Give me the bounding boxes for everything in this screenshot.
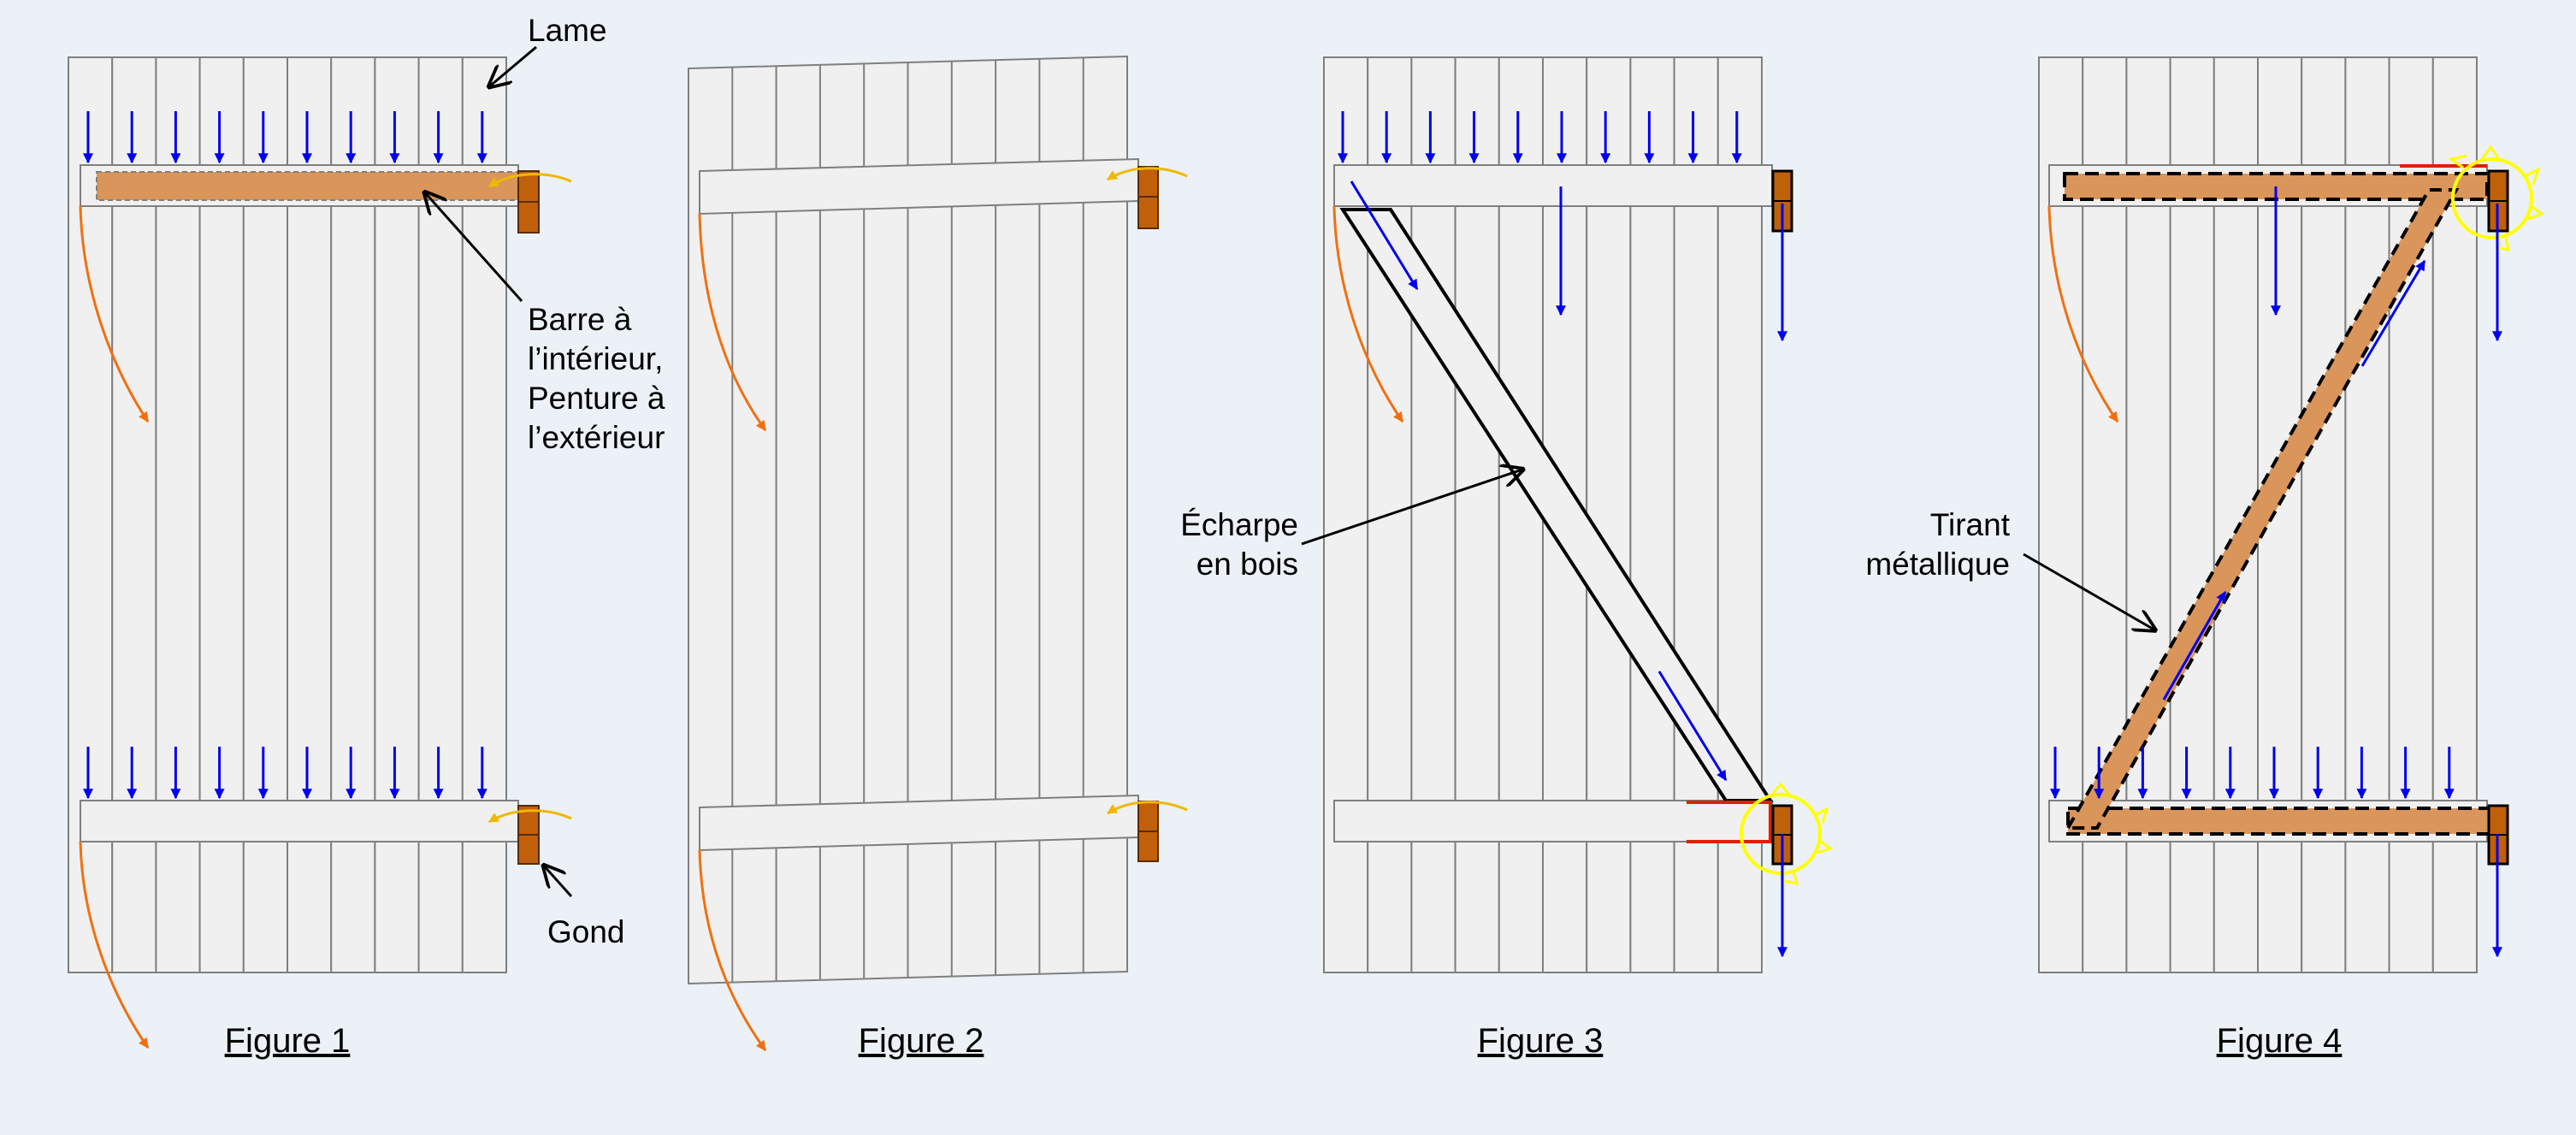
brace-force-arrow-top [1350, 180, 1419, 291]
penture-bottom [2066, 807, 2494, 836]
barre-label-line2: l’intérieur, [528, 341, 663, 376]
load-arrows-top [83, 111, 487, 164]
tirant-force-arrow-upper [2360, 259, 2426, 367]
barre-pointer [423, 191, 523, 302]
brace-force-arrow-bottom [1657, 671, 1728, 782]
barre-label-line3: Penture à [528, 381, 665, 416]
tirant-pointer [2023, 553, 2157, 631]
figure-caption: Figure 4 [2217, 1022, 2343, 1060]
tirant-label-line1: Tirant [1930, 507, 2011, 542]
hinge-arrow-top [1106, 167, 1188, 181]
figure-1 [68, 45, 573, 1049]
gond-bottom [517, 805, 540, 865]
load-arrows-bottom [83, 747, 487, 800]
swing-arrow [1332, 205, 1404, 423]
swing-arrow [2047, 205, 2119, 423]
barre-label-line1: Barre à [528, 302, 632, 337]
lame-pointer [487, 45, 537, 88]
gond-label: Gond [547, 914, 625, 949]
figure-caption: Figure 2 [859, 1022, 984, 1060]
tirant-label-line2: métallique [1865, 547, 2010, 582]
figure-2 [688, 55, 1188, 1051]
gond-bottom [1137, 801, 1159, 862]
hinge-arrow-bottom [487, 809, 572, 824]
reaction-bracket [1687, 801, 1772, 843]
gond-top [517, 170, 540, 234]
swing-arrow-top [698, 213, 767, 431]
barre-label-line4: l’extérieur [528, 420, 665, 455]
tirant-force-arrow-lower [2162, 590, 2227, 701]
load-arrows-bottom [2050, 747, 2455, 800]
swing-arrow-bottom [79, 841, 150, 1049]
load-arrows-top [1338, 111, 1742, 164]
pivot-circle [1740, 782, 1834, 885]
pivot-circle [2448, 145, 2545, 251]
echarpe-label-line1: Écharpe [1180, 507, 1298, 542]
top-bar [1333, 164, 1773, 207]
swing-arrow-top [79, 205, 150, 423]
tirant-metallique [2065, 188, 2460, 830]
gond-pointer [542, 864, 573, 898]
figure-3 [1301, 56, 1834, 973]
hinge-arrow-bottom [1106, 801, 1188, 815]
figure-4 [2023, 56, 2545, 973]
gond-top [1137, 166, 1159, 229]
hinge-arrow-top [487, 173, 572, 188]
echarpe-label-line2: en bois [1196, 547, 1298, 582]
figure-caption: Figure 1 [225, 1022, 351, 1060]
penture [96, 171, 519, 201]
bottom-bar [1333, 800, 1773, 842]
swing-arrow-bottom [698, 849, 767, 1051]
lame-label: Lame [528, 13, 607, 48]
bottom-bar [80, 800, 519, 842]
figure-caption: Figure 3 [1478, 1022, 1604, 1060]
echarpe-pointer [1301, 469, 1525, 546]
